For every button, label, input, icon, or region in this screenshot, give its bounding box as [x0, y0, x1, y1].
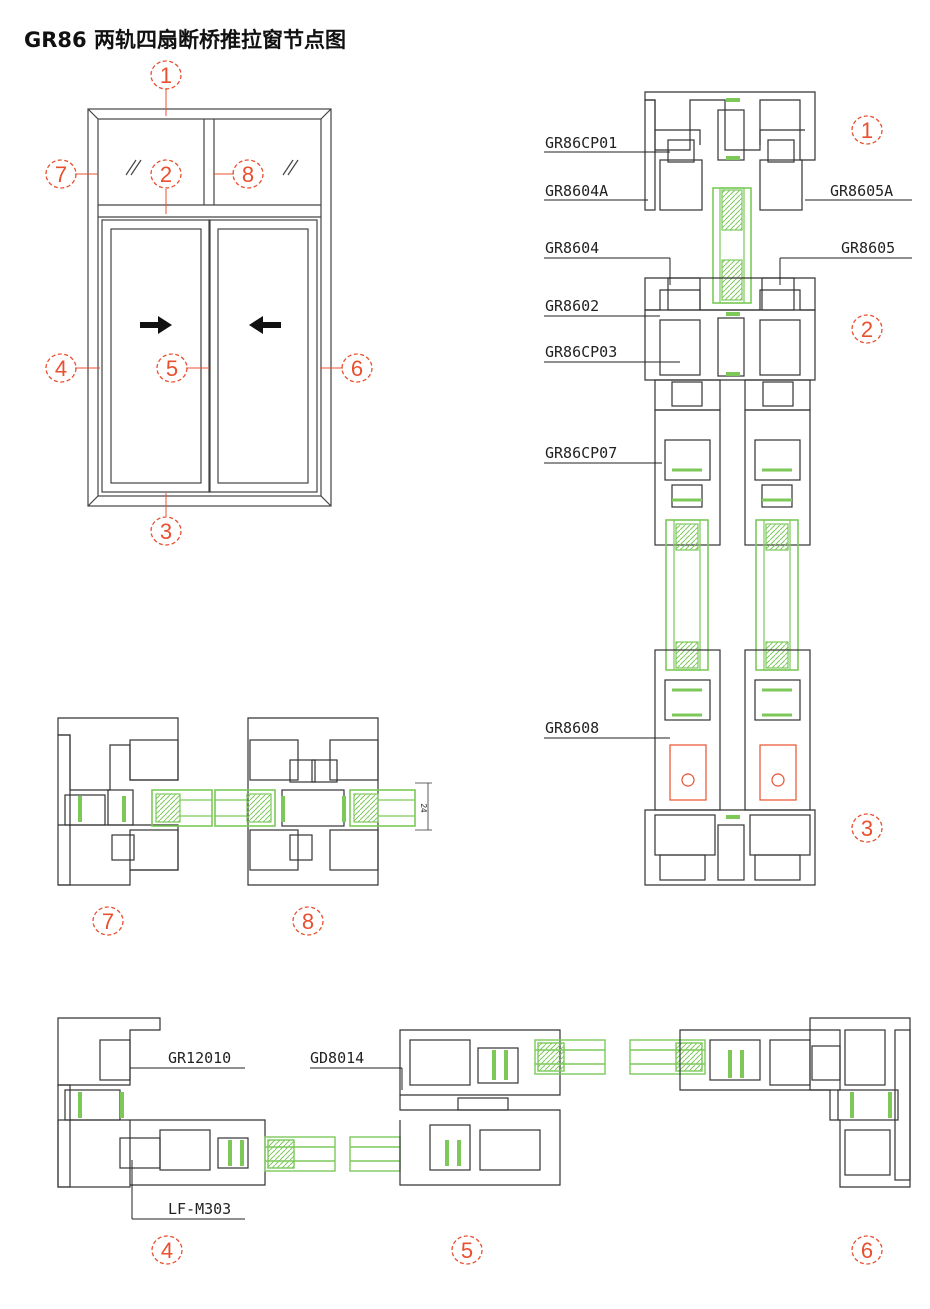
marker-5-elev[interactable]: 5	[156, 353, 188, 383]
svg-text:2: 2	[861, 317, 873, 342]
svg-text:4: 4	[55, 356, 67, 381]
svg-text:5: 5	[166, 356, 178, 381]
marker-7-section[interactable]: 7	[92, 906, 124, 936]
marker-4-elev[interactable]: 4	[45, 353, 77, 383]
arrow-right-icon	[140, 316, 172, 334]
section-8	[214, 717, 432, 886]
label-gr8605: GR8605	[841, 239, 895, 257]
section-7-breaks	[78, 796, 126, 822]
section-5-glass-right	[534, 1039, 706, 1075]
elevation-leaders	[75, 88, 343, 516]
marker-1-elev[interactable]: 1	[150, 60, 182, 90]
svg-text:3: 3	[160, 519, 172, 544]
svg-text:1: 1	[160, 63, 172, 88]
window-elevation	[87, 108, 332, 507]
marker-6-section[interactable]: 6	[851, 1235, 883, 1265]
marker-8-section[interactable]: 8	[292, 906, 324, 936]
label-gr8605a: GR8605A	[830, 182, 893, 200]
svg-text:7: 7	[55, 162, 67, 187]
marker-7-elev[interactable]: 7	[45, 159, 77, 189]
section-7	[57, 717, 213, 886]
label-gr86cp01: GR86CP01	[545, 134, 617, 152]
label-gr8604: GR8604	[545, 239, 599, 257]
marker-3-section[interactable]: 3	[851, 813, 883, 843]
marker-8-elev[interactable]: 8	[232, 159, 264, 189]
section-6	[679, 1017, 911, 1188]
svg-text:1: 1	[861, 118, 873, 143]
section-5-breaks	[445, 1050, 508, 1166]
marker-2-elev[interactable]: 2	[150, 159, 182, 189]
label-gr8608: GR8608	[545, 719, 599, 737]
marker-3-elev[interactable]: 3	[150, 516, 182, 546]
svg-text:6: 6	[351, 356, 363, 381]
marker-5-section[interactable]: 5	[451, 1235, 483, 1265]
marker-2-section[interactable]: 2	[851, 314, 883, 344]
svg-text:7: 7	[102, 909, 114, 934]
svg-text:4: 4	[161, 1238, 173, 1263]
label-gr8602: GR8602	[545, 297, 599, 315]
section-4-breaks	[78, 1092, 244, 1166]
vertical-section-labels: GR86CP01 GR8604A GR8605A GR8604 GR8605 G…	[544, 134, 912, 739]
marker-4-section[interactable]: 4	[151, 1235, 183, 1265]
section-6-breaks	[728, 1050, 892, 1118]
svg-text:2: 2	[160, 162, 172, 187]
bottom-section-labels: GR12010 GD8014 LF-M303	[130, 1049, 403, 1220]
label-gr86cp07: GR86CP07	[545, 444, 617, 462]
section-8-breaks	[281, 796, 346, 822]
section-5	[399, 1029, 561, 1186]
svg-text:6: 6	[861, 1238, 873, 1263]
label-gr8604a: GR8604A	[545, 182, 608, 200]
svg-text:5: 5	[461, 1238, 473, 1263]
svg-text:3: 3	[861, 816, 873, 841]
arrow-left-icon	[249, 316, 281, 334]
svg-text:8: 8	[242, 162, 254, 187]
thermal-breaks	[726, 98, 740, 819]
label-gr86cp03: GR86CP03	[545, 343, 617, 361]
dimension-24: 24	[419, 804, 428, 813]
page-title: GR86 两轨四扇断桥推拉窗节点图	[24, 28, 346, 52]
vertical-section	[644, 91, 816, 886]
section-5-glass-left	[264, 1136, 401, 1172]
svg-text:8: 8	[302, 909, 314, 934]
label-lf-m303: LF-M303	[168, 1200, 231, 1218]
marker-1-section[interactable]: 1	[851, 115, 883, 145]
label-gd8014: GD8014	[310, 1049, 364, 1067]
marker-6-elev[interactable]: 6	[341, 353, 373, 383]
label-gr12010: GR12010	[168, 1049, 231, 1067]
section-4	[57, 1017, 266, 1188]
